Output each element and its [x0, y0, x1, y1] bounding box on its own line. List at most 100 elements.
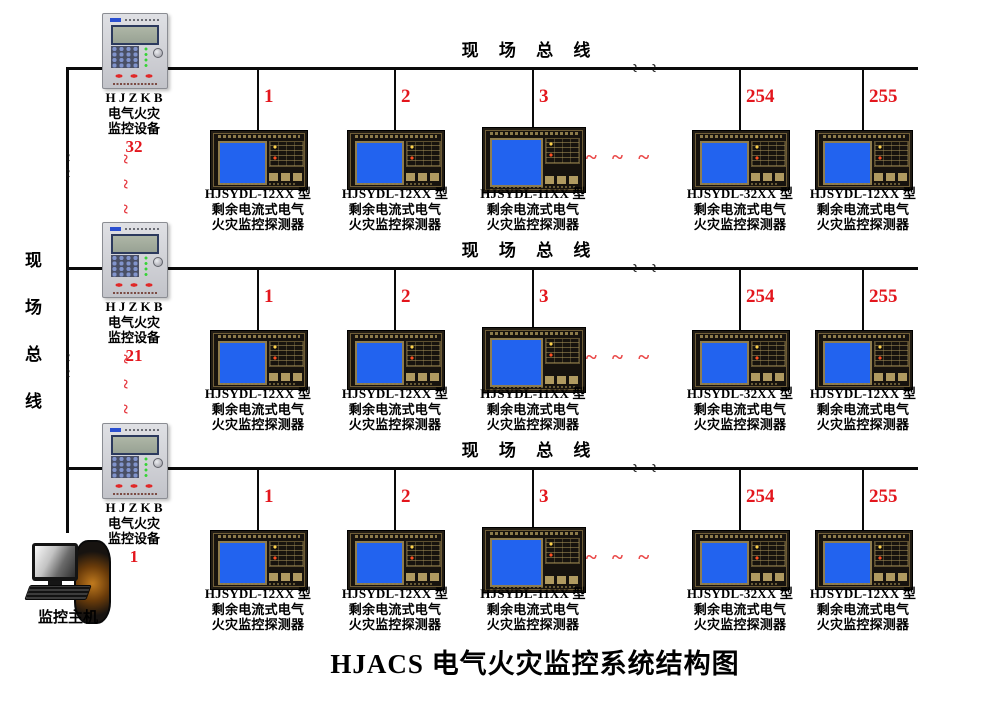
tilde-mark: ~	[645, 263, 662, 273]
field-bus-line	[66, 467, 918, 470]
vertical-bus-line	[66, 67, 69, 533]
tilde-mark: ~	[116, 379, 136, 389]
device-address: 2	[401, 86, 411, 107]
detector-desc: 剩余电流式电气	[816, 201, 910, 217]
detector-desc: 剩余电流式电气	[348, 601, 442, 617]
detector-model: HJSYDL-12XX 型	[809, 586, 917, 601]
detector-label: HJSYDL-32XX 型 剩余电流式电气 火灾监控探测器	[674, 186, 806, 233]
detector-led-panel	[545, 338, 580, 364]
detector-desc: 火灾监控探测器	[693, 217, 787, 232]
controller-lcd	[111, 234, 159, 254]
detector-device	[210, 530, 308, 590]
drop-line	[257, 270, 259, 330]
detector-screen	[355, 541, 404, 585]
device-ellipsis: ~ ~ ~	[585, 345, 655, 369]
detector-led-panel	[874, 541, 909, 567]
device-address: 3	[539, 486, 549, 507]
detector-screen	[823, 541, 872, 585]
detector-screen	[218, 541, 267, 585]
bus-label: 现 场 总 线	[461, 241, 599, 260]
controller-label: H J Z K B 电气火灾 监控设备 32	[84, 90, 184, 154]
controller-label: H J Z K B 电气火灾 监控设备 1	[84, 500, 184, 564]
detector-device	[347, 330, 445, 390]
detector-screen	[490, 138, 543, 187]
drop-line	[257, 70, 259, 130]
detector-desc: 剩余电流式电气	[211, 601, 305, 617]
detector-led-panel	[269, 341, 304, 367]
detector-screen	[355, 341, 404, 385]
detector-desc: 火灾监控探测器	[211, 617, 305, 632]
detector-led-panel	[874, 341, 909, 367]
detector-screen	[490, 538, 543, 587]
detector-buttons	[751, 373, 786, 381]
detector-led-panel	[406, 141, 441, 167]
detector-screen	[218, 141, 267, 185]
detector-model: HJSYDL-12XX 型	[809, 186, 917, 201]
device-address: 2	[401, 286, 411, 307]
controller-name: H J Z K B	[105, 500, 163, 515]
vertical-bus-label-char: 线	[25, 392, 42, 411]
controller-keypad	[111, 255, 139, 277]
controller-address: 21	[125, 345, 143, 365]
drop-line	[532, 270, 534, 330]
detector-model: HJSYDL-32XX 型	[686, 586, 794, 601]
diagram-title: HJACS 电气火灾监控系统结构图	[330, 649, 740, 679]
detector-device	[815, 130, 913, 190]
tilde-mark: ~	[645, 63, 662, 73]
detector-label: HJSYDL-12XX 型 剩余电流式电气 火灾监控探测器	[797, 186, 929, 233]
controller-name: 电气火灾	[107, 105, 160, 121]
detector-screen	[823, 141, 872, 185]
detector-device	[210, 130, 308, 190]
detector-buttons	[269, 373, 304, 381]
controller-knob	[153, 48, 163, 58]
drop-line	[394, 470, 396, 530]
device-address: 255	[869, 86, 898, 107]
tilde-mark: ~	[59, 152, 76, 162]
detector-model: HJSYDL-12XX 型	[341, 586, 449, 601]
detector-desc: 火灾监控探测器	[211, 417, 305, 432]
controller-footer	[113, 292, 157, 294]
continuation-marks: ~ ~ ~	[116, 153, 136, 215]
controller-knob	[153, 458, 163, 468]
device-address: 254	[746, 486, 775, 507]
tilde-mark: ~	[116, 204, 136, 214]
detector-screen	[700, 141, 749, 185]
device-address: 1	[264, 286, 274, 307]
field-bus-line	[66, 67, 918, 70]
detector-device	[815, 330, 913, 390]
detector-buttons	[545, 176, 580, 184]
detector-model: HJSYDL-12XX 型	[204, 386, 312, 401]
detector-desc: 剩余电流式电气	[486, 601, 580, 617]
detector-label: HJSYDL-12XX 型 剩余电流式电气 火灾监控探测器	[329, 386, 461, 433]
detector-model: HJSYDL-32XX 型	[686, 186, 794, 201]
detector-desc: 火灾监控探测器	[816, 417, 910, 432]
detector-buttons	[406, 573, 441, 581]
tilde-mark: ~	[626, 263, 643, 273]
device-address: 255	[869, 286, 898, 307]
detector-desc: 火灾监控探测器	[486, 617, 580, 632]
controller-address: 1	[129, 546, 139, 566]
detector-device	[347, 530, 445, 590]
host-label: 监控主机	[37, 610, 98, 626]
detector-model: HJSYDL-11XX 型	[480, 186, 586, 201]
detector-label: HJSYDL-12XX 型 剩余电流式电气 火灾监控探测器	[797, 586, 929, 633]
detector-device	[482, 127, 586, 193]
detector-screen	[218, 341, 267, 385]
controller-name: 电气火灾	[107, 314, 160, 330]
tilde-mark: ~	[626, 63, 643, 73]
device-address: 254	[746, 86, 775, 107]
detector-device	[347, 130, 445, 190]
tilde-mark: ~	[626, 463, 643, 473]
detector-led-panel	[751, 541, 786, 567]
controller-name: H J Z K B	[105, 299, 163, 314]
detector-desc: 火灾监控探测器	[816, 217, 910, 232]
bus-break-mark: ~ ~	[626, 262, 662, 274]
detector-buttons	[751, 573, 786, 581]
controller-name: H J Z K B	[105, 90, 163, 105]
bus-break-mark: ~ ~	[59, 151, 76, 179]
detector-label: HJSYDL-32XX 型 剩余电流式电气 火灾监控探测器	[674, 586, 806, 633]
detector-buttons	[269, 573, 304, 581]
continuation-marks: ~ ~ ~	[116, 353, 136, 415]
detector-device	[692, 530, 790, 590]
detector-desc: 火灾监控探测器	[348, 417, 442, 432]
